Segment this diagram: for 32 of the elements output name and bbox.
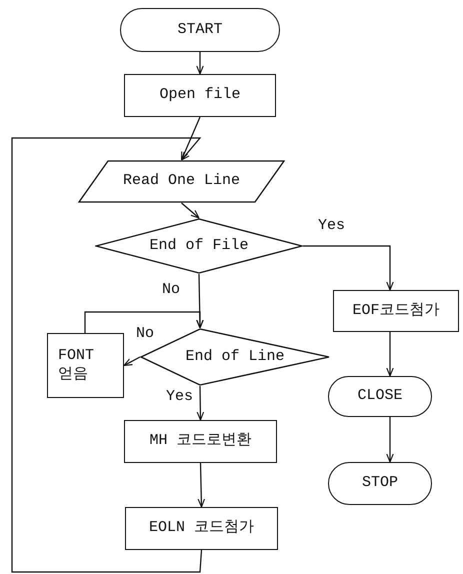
arrow bbox=[196, 386, 204, 421]
arrow bbox=[196, 52, 204, 75]
arrow bbox=[180, 116, 201, 161]
node-label: Open file bbox=[159, 86, 240, 105]
node-label: End of Line bbox=[185, 348, 285, 366]
arrow bbox=[386, 417, 394, 463]
node-label: End of File bbox=[149, 236, 249, 256]
node-label: STOP bbox=[362, 474, 398, 493]
arrow bbox=[386, 332, 394, 377]
arrow bbox=[123, 356, 140, 366]
process-box bbox=[125, 507, 278, 550]
terminal-box bbox=[120, 8, 280, 52]
process-box bbox=[333, 290, 459, 332]
node-label: MH 코드로변환 bbox=[149, 432, 252, 451]
node-label: START bbox=[177, 20, 222, 40]
node-label: EOLN 코드첨가 bbox=[148, 519, 254, 538]
terminal-box bbox=[328, 376, 432, 417]
arrow bbox=[11, 137, 202, 573]
arrow bbox=[198, 462, 206, 508]
process-box bbox=[124, 420, 277, 463]
node-label: FONT 얻음 bbox=[58, 346, 96, 384]
node-label: CLOSE bbox=[357, 387, 402, 406]
node-label: EOF코드첨가 bbox=[352, 302, 440, 320]
process-box bbox=[47, 333, 124, 398]
arrow bbox=[181, 202, 200, 219]
terminal-box bbox=[328, 462, 432, 505]
arrow bbox=[84, 311, 204, 333]
input-parallelogram bbox=[78, 160, 285, 203]
node-label: Read One Line bbox=[122, 172, 240, 191]
decision-diamond bbox=[95, 218, 303, 274]
arrow bbox=[303, 245, 394, 291]
process-box bbox=[124, 74, 276, 117]
